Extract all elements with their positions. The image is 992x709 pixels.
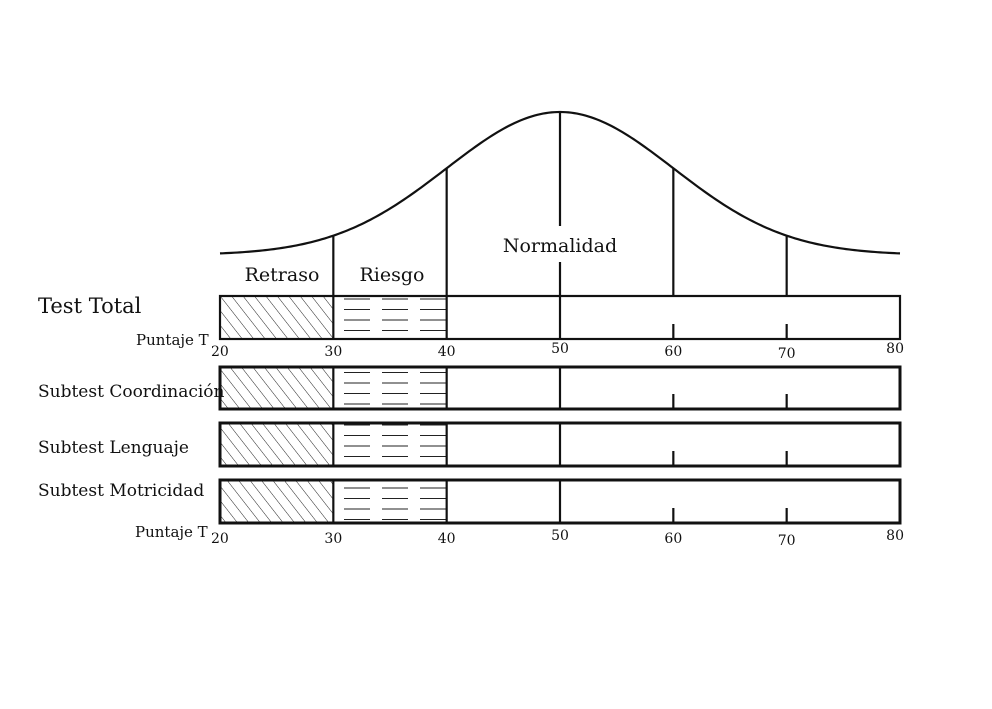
tick-label-70: 70 — [778, 346, 796, 362]
row-label-subtest-motricidad: Subtest Motricidad — [38, 481, 204, 501]
score-bar-row-2 — [218, 421, 902, 468]
tick-label-30: 30 — [324, 531, 342, 547]
tick-label-20: 20 — [211, 531, 229, 547]
tick-labels-top: 20 30 40 50 60 70 80 — [211, 341, 904, 362]
tick-label-70: 70 — [778, 533, 796, 549]
score-label-bottom: Puntaje T — [135, 523, 208, 541]
score-bar-row-1 — [218, 365, 902, 411]
tick-label-60: 60 — [664, 344, 682, 360]
tick-label-20: 20 — [211, 344, 229, 360]
row-label-test-total: Test Total — [38, 294, 142, 318]
zone-label-riesgo: Riesgo — [360, 264, 425, 286]
tick-label-50: 50 — [551, 341, 569, 357]
row-label-subtest-coordinacion: Subtest Coordinación — [38, 382, 225, 402]
tick-label-80: 80 — [886, 528, 904, 544]
zone-fill-riesgo — [333, 423, 447, 466]
zone-fill-retraso — [220, 296, 334, 339]
zone-label-normalidad: Normalidad — [503, 235, 617, 257]
curve-division-lines — [332, 112, 788, 296]
score-bar-row-0 — [218, 294, 902, 341]
tick-label-40: 40 — [438, 344, 456, 360]
score-label-top: Puntaje T — [136, 331, 209, 349]
zone-fill-riesgo — [333, 367, 447, 409]
tick-label-40: 40 — [438, 531, 456, 547]
row-label-subtest-lenguaje: Subtest Lenguaje — [38, 438, 189, 458]
score-bar-row-3 — [218, 478, 902, 525]
zone-fill-retraso — [220, 367, 334, 409]
zone-fill-riesgo — [333, 296, 447, 339]
tick-label-30: 30 — [324, 344, 342, 360]
zone-label-retraso: Retraso — [245, 264, 320, 286]
zone-fill-retraso — [220, 423, 334, 466]
score-bars — [218, 294, 902, 525]
tick-labels-bottom: 20 30 40 50 60 70 80 — [211, 528, 904, 549]
zone-fill-riesgo — [333, 480, 447, 523]
tick-label-60: 60 — [664, 531, 682, 547]
zone-fill-retraso — [220, 480, 334, 523]
tick-label-80: 80 — [886, 341, 904, 357]
tick-label-50: 50 — [551, 528, 569, 544]
